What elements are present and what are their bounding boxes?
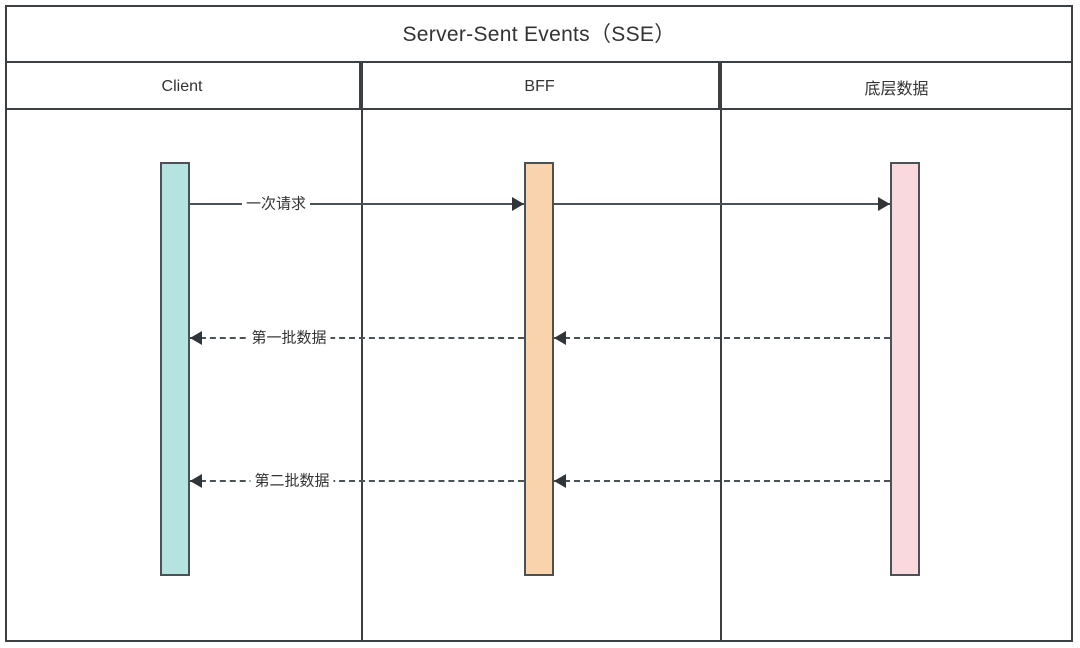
msg-batch-1-label: 第一批数据 bbox=[247, 330, 331, 346]
msg-batch-1-arrowhead-1 bbox=[190, 331, 202, 345]
msg-batch-1-arrowhead-0 bbox=[554, 331, 566, 345]
msg-request-arrowhead-0 bbox=[512, 197, 524, 211]
msg-batch-2-line-1 bbox=[190, 480, 524, 482]
msg-batch-2-label: 第二批数据 bbox=[250, 473, 334, 489]
participant-label-bff: BFF bbox=[524, 77, 555, 95]
activation-bar-client bbox=[160, 162, 190, 576]
msg-batch-2-arrowhead-0 bbox=[554, 474, 566, 488]
participant-header-row: Client BFF 底层数据 bbox=[5, 63, 1073, 110]
diagram-title-bar: Server-Sent Events（SSE） bbox=[5, 5, 1073, 63]
msg-request-label: 一次请求 bbox=[241, 196, 311, 212]
msg-request-line-0 bbox=[190, 203, 524, 205]
activation-bar-backend bbox=[890, 162, 920, 576]
page-title: Server-Sent Events（SSE） bbox=[402, 23, 676, 46]
msg-request-arrowhead-1 bbox=[878, 197, 890, 211]
lane-divider-client-bff bbox=[361, 63, 363, 640]
msg-batch-1-line-0 bbox=[554, 337, 890, 339]
msg-request-line-1 bbox=[554, 203, 890, 205]
participant-label-backend: 底层数据 bbox=[864, 80, 929, 98]
activation-bar-bff bbox=[524, 162, 554, 576]
participant-label-client: Client bbox=[161, 77, 203, 95]
participant-header-bff: BFF bbox=[361, 63, 720, 110]
msg-batch-2-line-0 bbox=[554, 480, 890, 482]
msg-batch-1-line-1 bbox=[190, 337, 524, 339]
participant-header-client: Client bbox=[5, 63, 361, 110]
participant-header-backend: 底层数据 bbox=[720, 63, 1073, 110]
msg-batch-2-arrowhead-1 bbox=[190, 474, 202, 488]
lane-divider-bff-backend bbox=[720, 63, 722, 640]
